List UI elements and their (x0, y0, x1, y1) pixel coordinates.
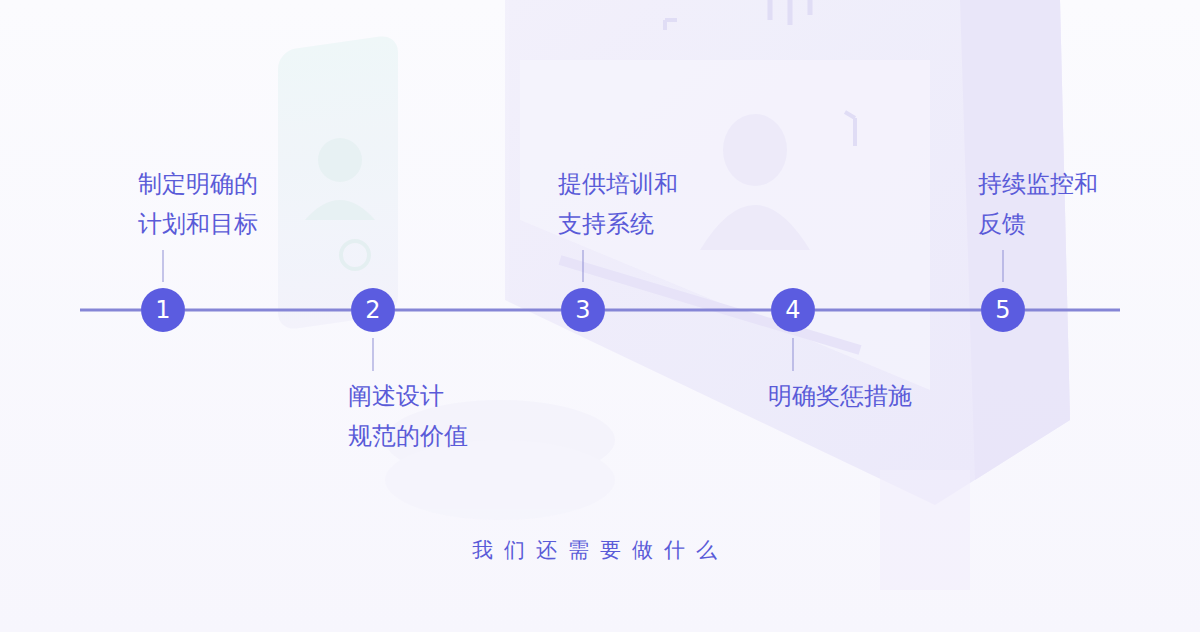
step-number: 5 (981, 288, 1025, 332)
timeline-line (80, 309, 141, 312)
leader-line (1003, 250, 1004, 282)
leader-line (163, 250, 164, 282)
phone-card (278, 34, 398, 331)
leader-lines (163, 250, 1003, 371)
step-circle: 3提供培训和 支持系统 (561, 288, 605, 332)
step-number: 1 (141, 288, 185, 332)
step-label: 阐述设计 规范的价值 (348, 376, 468, 456)
step-label: 提供培训和 支持系统 (558, 164, 678, 244)
timeline-segment (605, 309, 771, 312)
timeline-segment (185, 309, 351, 312)
step-label: 明确奖惩措施 (768, 376, 912, 416)
step-number: 4 (771, 288, 815, 332)
leader-line (373, 338, 374, 371)
step-circle: 5持续监控和 反馈 (981, 288, 1025, 332)
step-number: 2 (351, 288, 395, 332)
step-number: 3 (561, 288, 605, 332)
leader-line (793, 338, 794, 371)
timeline-line (1025, 309, 1120, 312)
step-circle: 2阐述设计 规范的价值 (351, 288, 395, 332)
step-label: 持续监控和 反馈 (978, 164, 1098, 244)
timeline-segment (815, 309, 981, 312)
step-circle: 1制定明确的 计划和目标 (141, 288, 185, 332)
caption: 我们还需要做什么 (0, 536, 1200, 564)
step-label: 制定明确的 计划和目标 (138, 164, 258, 244)
leader-line (583, 250, 584, 282)
timeline-segment (395, 309, 561, 312)
step-circle: 4明确奖惩措施 (771, 288, 815, 332)
